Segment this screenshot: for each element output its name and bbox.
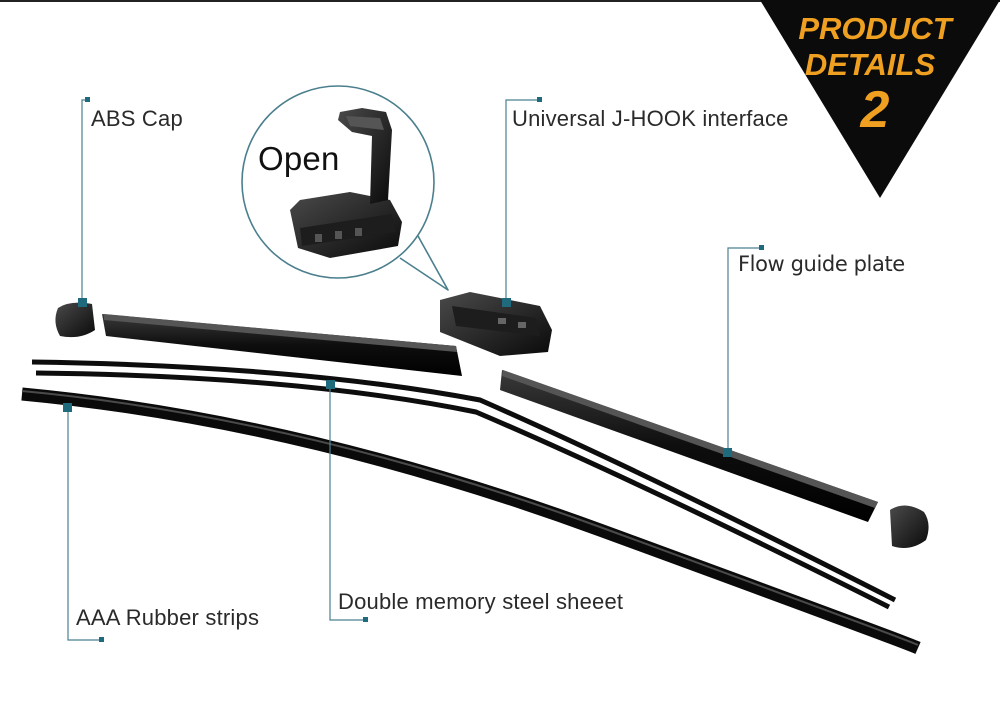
- marker-j-hook: [502, 298, 511, 307]
- badge-line1: PRODUCT: [798, 11, 952, 46]
- leader-j-hook: [505, 99, 540, 302]
- left-spoiler-piece: [102, 314, 462, 376]
- marker-rubber-strip: [63, 403, 72, 412]
- badge-line2: DETAILS: [804, 47, 936, 82]
- steel-sheet-label: Double memory steel sheeet: [338, 589, 624, 614]
- j-hook-label: Universal J-HOOK interface: [512, 106, 789, 131]
- steel-sheet-upper: [31, 359, 897, 603]
- flow-guide-label: Flow guide plate: [738, 252, 905, 276]
- marker-steel-sheet: [326, 380, 335, 389]
- leader-rubber-strip: [67, 408, 102, 641]
- badge-number: 2: [860, 81, 890, 139]
- abs-cap-label: ABS Cap: [91, 106, 183, 131]
- open-callout: [241, 85, 449, 291]
- rubber-strip-highlight: [21, 390, 919, 646]
- leader-markers: [63, 97, 764, 642]
- leader-flow-guide: [727, 247, 762, 452]
- open-label: Open: [258, 140, 340, 177]
- badge-triangle: [760, 0, 1000, 198]
- leader-lines: [67, 99, 762, 641]
- marker-flow-guide: [723, 448, 732, 457]
- abs-cap-left: [55, 302, 95, 338]
- steel-sheet-lower: [35, 370, 891, 610]
- end-cap-right: [890, 505, 929, 548]
- open-adapter-illustration: [290, 108, 402, 258]
- j-hook-adapter: [440, 292, 552, 356]
- leader-steel-sheet: [329, 384, 366, 621]
- marker-abs-cap: [78, 298, 87, 307]
- rubber-strip-label: AAA Rubber strips: [76, 605, 260, 630]
- callout-pointer: [399, 235, 449, 291]
- rubber-strip-shape: [21, 387, 921, 654]
- leader-abs-cap: [81, 99, 88, 302]
